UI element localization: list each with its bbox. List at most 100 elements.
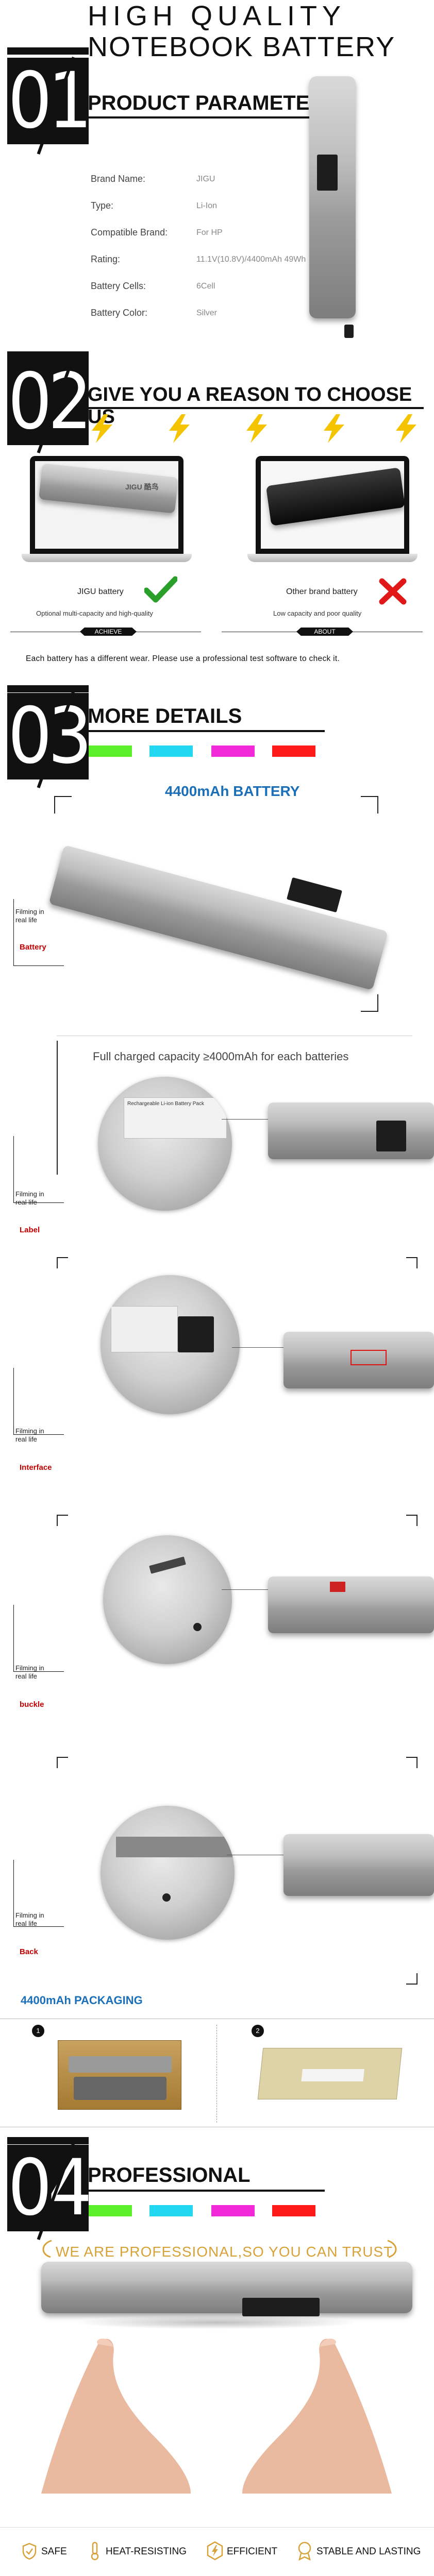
header-title-line1: HIGH QUALITY — [88, 1, 346, 31]
laptop-jigu: JIGU 酷鸟 — [22, 456, 192, 568]
corner-bracket — [57, 1041, 58, 1175]
param-label: Battery Color: — [91, 308, 148, 318]
lightning-icon — [246, 414, 267, 443]
battery-connector — [242, 2298, 320, 2316]
battery-image-hero — [41, 2262, 412, 2313]
package-battery — [69, 2056, 172, 2073]
param-value: JIGU — [196, 175, 215, 183]
interface-highlight — [350, 1350, 387, 1365]
section-number-03-cap — [7, 685, 89, 692]
cross-icon — [379, 578, 407, 605]
step-number: 2 — [256, 2027, 260, 2035]
jigu-battery-label: JIGU battery — [77, 587, 124, 596]
corner-bracket — [406, 1973, 418, 1985]
filming-label: Filming in real life — [15, 1190, 44, 1206]
section-number-04: 04 — [7, 2145, 89, 2231]
param-value: For HP — [196, 228, 223, 237]
step-one-badge: 1 — [32, 2025, 44, 2037]
detail-key-battery: Battery — [20, 943, 46, 952]
feature-stable-and-lasting: STABLE AND LASTING — [316, 2546, 421, 2557]
laptop-screen — [256, 456, 409, 554]
section-number-02-cap — [7, 351, 89, 359]
battery-image-angled — [48, 845, 388, 991]
divider-line — [0, 2527, 434, 2528]
feature-safe: SAFE — [41, 2546, 67, 2557]
battery-image-detail — [283, 1332, 434, 1388]
param-value: 6Cell — [196, 282, 215, 291]
battery-connector — [376, 1121, 406, 1151]
section4-title: PROFESSIONAL — [88, 2164, 251, 2187]
section-number-04-cap — [7, 2137, 89, 2144]
lightning-icon — [396, 414, 416, 443]
section2-title-rule — [88, 407, 424, 409]
corner-bracket — [406, 1757, 418, 1768]
param-label: Battery Cells: — [91, 281, 146, 291]
param-value: Li-Ion — [196, 201, 218, 210]
zoom-label-circle: Rechargeable Li-ion Battery Pack — [98, 1077, 232, 1211]
section2-title: GIVE YOU A REASON TO CHOOSE US — [88, 384, 412, 428]
zoom-pointer — [222, 1589, 289, 1590]
laptop-base — [22, 554, 192, 562]
back-dot — [162, 1893, 171, 1902]
about-tag: ABOUT — [296, 628, 353, 636]
param-row: Compatible Brand: For HP — [91, 220, 307, 247]
detail-frame — [13, 1368, 64, 1435]
laptop-base — [247, 554, 418, 562]
hands-image — [41, 2338, 392, 2494]
filming-label: Filming in real life — [15, 1911, 44, 1927]
corner-bracket — [361, 796, 378, 814]
param-value: 11.1V(10.8V)/4400mAh 49Wh — [196, 255, 306, 264]
battery-image-detail — [268, 1577, 434, 1633]
label-sticker: Rechargeable Li-ion Battery Pack — [124, 1097, 227, 1139]
battery-image-detail — [268, 1103, 434, 1159]
check-icon — [144, 576, 177, 603]
param-row: Battery Color: Silver — [91, 300, 307, 327]
laurel-left-icon — [42, 2240, 52, 2258]
param-label: Brand Name: — [91, 174, 146, 184]
param-label: Type: — [91, 200, 114, 211]
color-swatch — [149, 745, 193, 757]
param-label: Rating: — [91, 254, 121, 264]
laptop-screen-content: JIGU 酷鸟 — [35, 461, 178, 549]
param-value: Silver — [196, 309, 218, 317]
jigu-logo: JIGU 酷鸟 — [125, 483, 159, 491]
lightning-icon — [92, 414, 112, 443]
detail-frame — [13, 899, 64, 966]
capacity-note: Full charged capacity ≥4000mAh for each … — [93, 1050, 349, 1063]
color-swatch — [211, 745, 255, 757]
package-box-label — [301, 2069, 364, 2081]
corner-bracket — [54, 796, 72, 814]
corner-bracket — [406, 1257, 418, 1268]
battery-image-detail — [283, 1834, 434, 1896]
section-number-02: 02 — [7, 359, 89, 445]
battery-connector — [317, 155, 338, 191]
color-swatch — [89, 745, 132, 757]
laptop-screen: JIGU 酷鸟 — [30, 456, 183, 554]
zoom-pointer — [222, 1119, 283, 1120]
buckle-slot — [149, 1556, 186, 1574]
detail-frame — [13, 1605, 64, 1672]
lightning-badge-icon — [207, 2541, 223, 2561]
lightning-icon — [324, 414, 344, 443]
step-two-badge: 2 — [252, 2025, 264, 2037]
laptop-screen-content — [261, 461, 404, 549]
param-row: Brand Name: JIGU — [91, 166, 307, 193]
label-sticker-text: Rechargeable Li-ion Battery Pack — [127, 1101, 204, 1107]
color-swatch — [89, 2205, 132, 2216]
buckle-dot — [193, 1623, 202, 1631]
header-title-line2: NOTEBOOK BATTERY — [88, 31, 396, 62]
battery-image-dark — [265, 467, 404, 526]
step-number: 1 — [36, 2027, 40, 2035]
lightning-icon — [169, 414, 190, 443]
jigu-battery-desc: Optional multi-capacity and high-quality — [36, 609, 153, 617]
param-row: Rating: 11.1V(10.8V)/4400mAh 49Wh — [91, 247, 307, 274]
package-box-image — [257, 2048, 403, 2099]
zoom-back-circle — [101, 1806, 235, 1940]
wear-note: Each battery has a different wear. Pleas… — [26, 654, 340, 663]
battery-image-vertical — [309, 76, 356, 318]
param-label: Compatible Brand: — [91, 227, 168, 238]
param-row: Type: Li-Ion — [91, 193, 307, 220]
param-row: Battery Cells: 6Cell — [91, 274, 307, 300]
section-number-01: 01 — [7, 58, 89, 144]
shield-check-icon — [22, 2543, 37, 2560]
